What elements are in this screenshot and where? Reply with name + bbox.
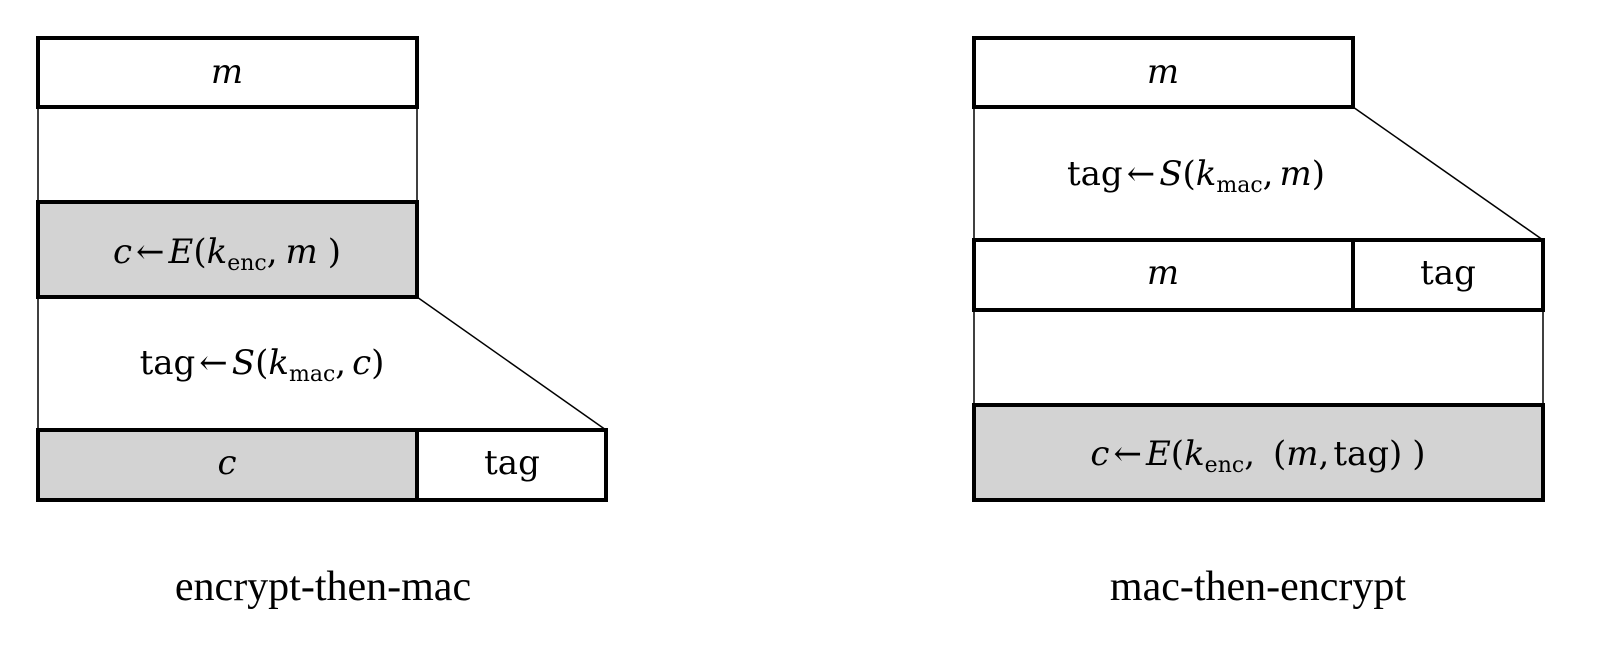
etm-ciphertext-label: c — [217, 443, 236, 483]
encrypt-then-mac-panel: m c←E(kenc,m) tag←S(kmac,c) c tag encryp… — [36, 36, 608, 610]
etm-message-block — [36, 36, 419, 109]
mac-then-encrypt-panel: m tag←S(kmac,m) m tag c←E(kenc,(m,tag)) … — [972, 36, 1545, 610]
etm-tag-cell — [415, 428, 608, 502]
etm-encrypt-formula: c←E(kenc,m) — [113, 232, 341, 276]
etm-caption: encrypt-then-mac — [175, 564, 471, 610]
etm-diagonal — [416, 296, 607, 431]
mte-message-block — [972, 36, 1355, 109]
mte-message-label: m — [1147, 52, 1179, 92]
mte-mac-formula: tag←S(kmac,m) — [1067, 154, 1325, 198]
mte-caption: mac-then-encrypt — [1110, 564, 1407, 610]
mte-middle-message-label: m — [1147, 253, 1179, 293]
mte-encrypt-block — [972, 403, 1545, 502]
etm-mac-formula: tag←S(kmac,c) — [140, 343, 385, 387]
etm-tag-label: tag — [484, 443, 540, 483]
mte-middle-tag-label: tag — [1420, 253, 1476, 293]
etm-message-label: m — [211, 52, 243, 92]
mte-diagonal — [1352, 106, 1544, 241]
etm-encrypt-block — [36, 200, 419, 299]
mte-encrypt-formula: c←E(kenc,(m,tag)) — [1090, 434, 1425, 478]
mte-middle-message-cell — [972, 238, 1355, 312]
etm-ciphertext-cell — [36, 428, 419, 502]
mte-middle-tag-cell — [1351, 238, 1545, 312]
